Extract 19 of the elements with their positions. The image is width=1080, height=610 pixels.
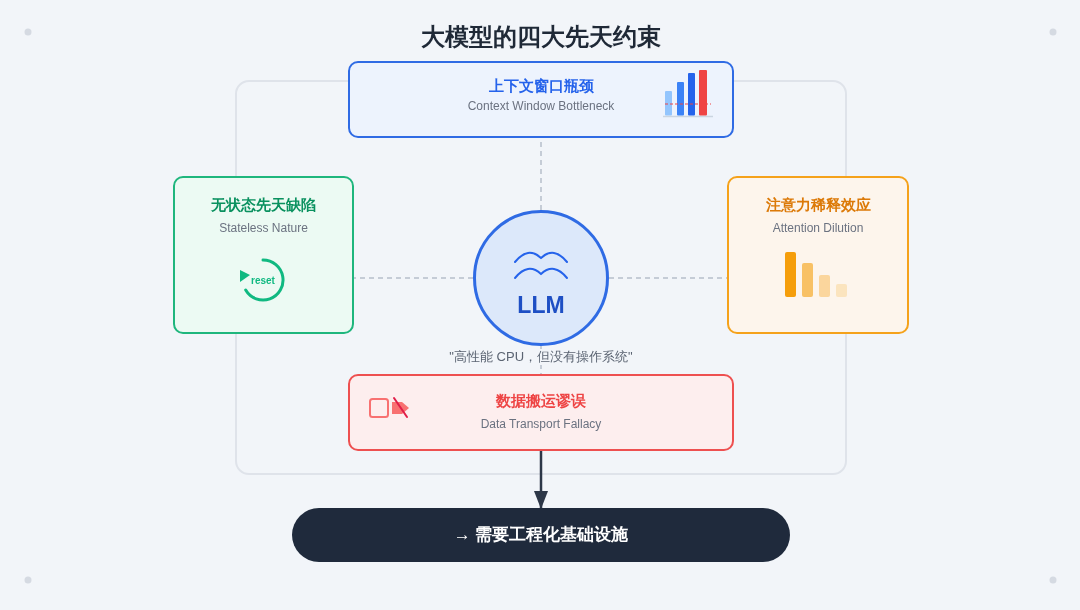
page-title: 大模型的四大先天约束: [421, 22, 661, 52]
heading-text: 注意力稀释效应: [765, 195, 871, 215]
subtitle-text: Context Window Bottleneck: [467, 98, 615, 114]
info-card: [348, 61, 734, 138]
arrow: [534, 451, 548, 509]
subtitle-text: Attention Dilution: [772, 220, 864, 236]
pill-banner: → 需要工程化基础设施: [292, 508, 790, 562]
connector-line: [353, 277, 474, 279]
heading-text: 数据搬运谬误: [496, 391, 586, 411]
subtitle-text: Data Transport Fallacy: [480, 416, 602, 432]
icon-label: reset: [251, 275, 275, 287]
connector-line: [608, 277, 728, 279]
heading-text: 上下文窗口瓶颈: [488, 76, 594, 96]
center-label: LLM: [517, 291, 565, 319]
info-card: [173, 176, 354, 334]
heading-text: 无状态先天缺陷: [211, 195, 316, 215]
info-card: [727, 176, 909, 334]
info-card: [348, 374, 734, 451]
subtitle-text: Stateless Nature: [219, 220, 308, 236]
